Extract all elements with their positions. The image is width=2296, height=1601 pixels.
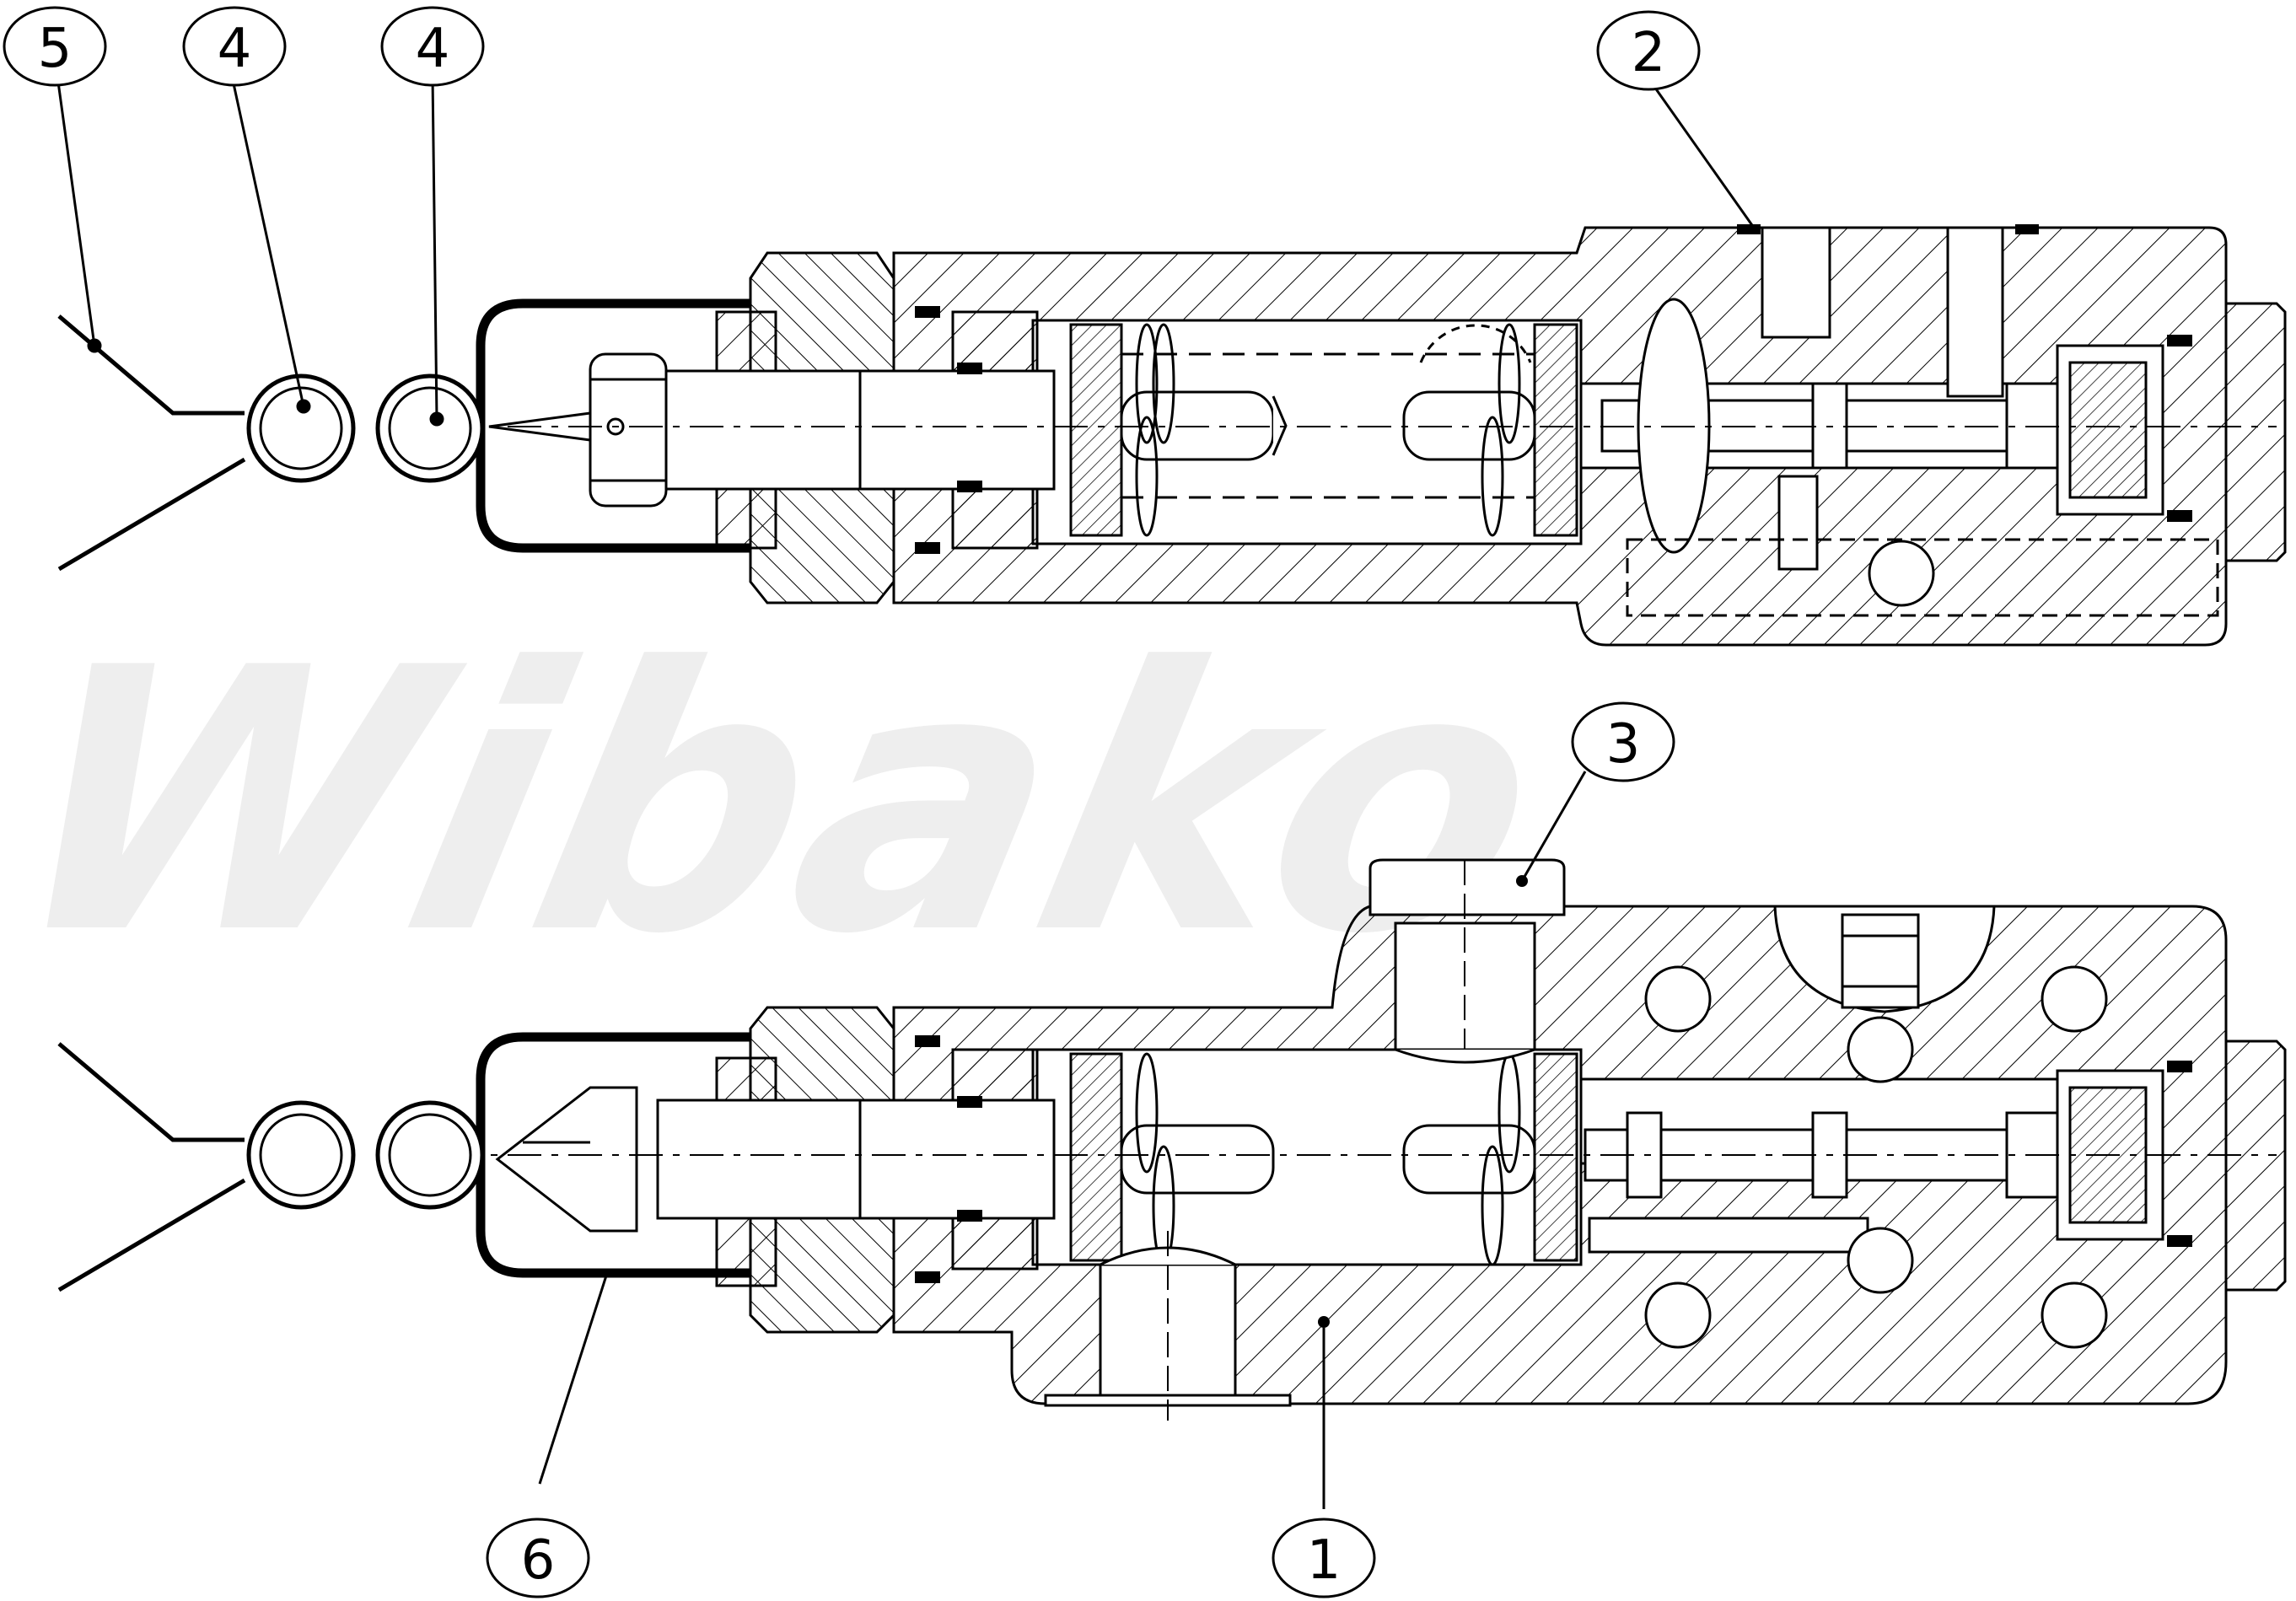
leader-2 xyxy=(1651,83,1756,228)
top-wire-lower xyxy=(57,457,246,572)
leader-3-dot xyxy=(1516,875,1528,887)
top-assembly xyxy=(447,224,2287,647)
bottom-roller-right xyxy=(375,1100,485,1210)
balloon-1-label: 1 xyxy=(1307,1529,1342,1592)
leader-4-right xyxy=(431,75,438,420)
callout-balloons: 5 4 4 2 3 6 1 xyxy=(3,6,1701,1598)
top-roller-left xyxy=(246,373,356,483)
balloon-3-label: 3 xyxy=(1606,713,1641,776)
balloon-4-top-right: 4 xyxy=(380,6,485,87)
leader-1-dot xyxy=(1318,1316,1330,1328)
balloon-4-top-left: 4 xyxy=(182,6,287,87)
bottom-port-cap xyxy=(1368,858,1566,916)
bottom-fitting-shank xyxy=(656,1099,1056,1220)
leader-5 xyxy=(56,75,96,347)
top-fitting-hex xyxy=(589,352,668,508)
top-cross-bore xyxy=(1868,540,1935,607)
leader-4-left xyxy=(230,75,305,407)
watermark-text: Wibako xyxy=(0,590,1574,1013)
top-wire-upper xyxy=(57,314,245,416)
balloon-4-right-label: 4 xyxy=(416,18,450,80)
bottom-roller-left xyxy=(246,1100,356,1210)
top-springs xyxy=(1135,323,1521,537)
balloon-5-top: 5 xyxy=(3,6,107,87)
balloon-4-left-label: 4 xyxy=(218,18,252,80)
leader-6 xyxy=(538,1272,609,1485)
balloon-3-middle: 3 xyxy=(1571,701,1675,782)
top-port-a xyxy=(1761,226,1831,339)
balloon-6-bottom: 6 xyxy=(486,1518,590,1598)
bottom-wire-harness xyxy=(57,1042,485,1292)
top-left-piston xyxy=(1069,323,1123,537)
bottom-end-cap xyxy=(2224,1040,2287,1292)
balloon-6-label: 6 xyxy=(521,1529,556,1592)
bottom-fitting-hex xyxy=(495,1086,638,1233)
top-wire-harness xyxy=(57,314,485,572)
leader-3 xyxy=(1520,771,1587,882)
bottom-seals xyxy=(915,1035,2192,1283)
bottom-bolt-holes xyxy=(1644,965,2108,1349)
balloon-1-bottom: 1 xyxy=(1272,1518,1376,1598)
top-seals xyxy=(915,224,2192,554)
bottom-wire-upper xyxy=(57,1042,245,1142)
leader-lines xyxy=(56,75,1756,1509)
bottom-assembly xyxy=(447,858,2287,1421)
balloon-2-top: 2 xyxy=(1596,10,1701,91)
top-fitting-shank xyxy=(656,369,1056,491)
top-end-cap xyxy=(2224,302,2287,562)
balloon-2-label: 2 xyxy=(1632,22,1666,84)
bottom-wire-lower xyxy=(57,1178,246,1292)
balloon-5-label: 5 xyxy=(38,18,73,80)
top-roller-right xyxy=(375,373,485,483)
